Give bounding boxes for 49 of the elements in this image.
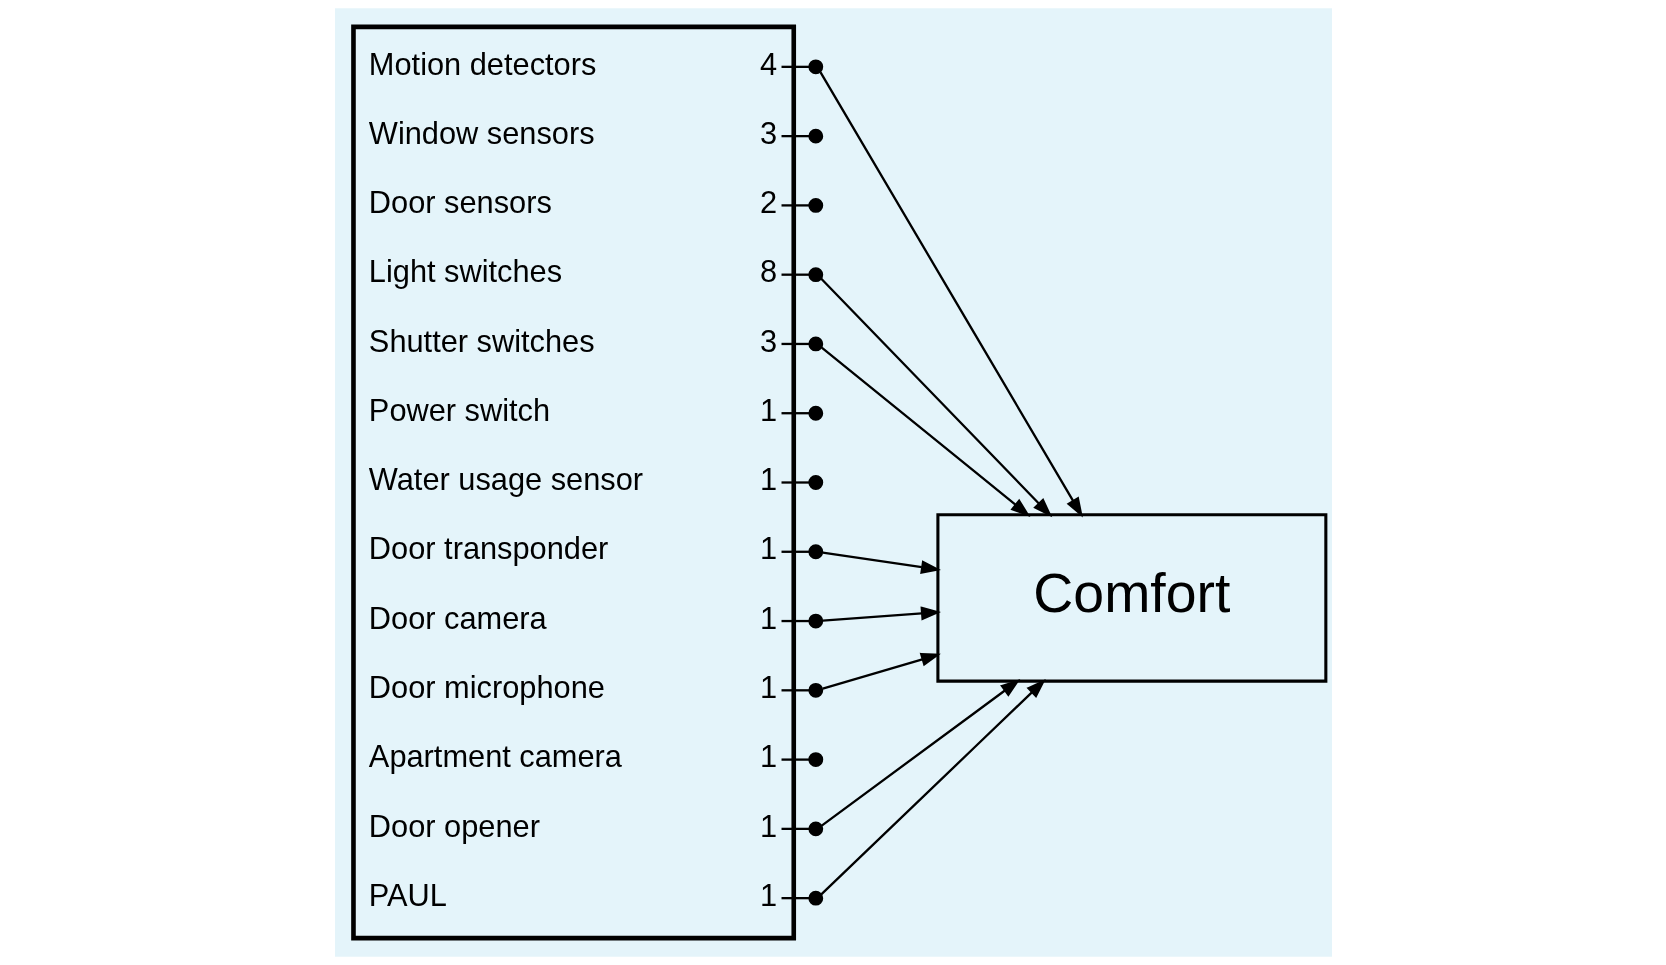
node-circle [807,336,823,352]
connector [781,273,809,276]
connector [781,897,809,900]
node-circle [807,890,823,906]
node-circle [807,613,823,629]
arrow [819,277,1052,518]
node-circle [807,198,823,213]
node-text: Door camera 1 [368,600,777,636]
cluster [350,24,796,941]
node-text: Power switch 1 [368,392,777,428]
arrow [818,71,1083,518]
node-text: Motion detectors 4 [368,46,777,82]
connector [781,758,809,761]
arrow [822,551,941,575]
arrow [822,606,941,622]
node-circle [807,128,823,144]
connector [781,689,809,692]
connector [781,412,809,415]
arrow [820,346,1030,517]
node-circle [807,752,823,767]
node-text: Door transponder 1 [368,531,777,567]
node-text: Apartment camera 1 [368,739,777,775]
connector [781,550,809,553]
connector [781,619,809,623]
node-text: Door microphone 1 [368,670,777,706]
arrow [820,679,1046,896]
node-box: Comfort [935,513,1327,683]
node-circle [807,405,823,421]
node-text: PAUL 1 [368,877,777,913]
connector [781,342,809,346]
node-circle [807,475,823,490]
connector [781,204,809,207]
node-circle [807,544,823,560]
node-circle [807,682,823,698]
node-text: Light switches 8 [368,254,777,290]
node-text: Water usage sensor 1 [368,462,777,498]
node-circle [807,59,823,75]
arrow [821,652,941,690]
node-text: Window sensors 3 [368,115,777,151]
node-text: Door sensors 2 [368,185,777,221]
node-text: Shutter switches 3 [368,323,777,359]
connector [781,134,809,138]
arrow [820,679,1020,827]
node-circle [807,821,823,837]
connector [781,827,809,831]
connector [781,65,809,68]
node-text: Door opener 1 [368,808,777,844]
connector [781,481,809,484]
node-circle [807,267,823,283]
